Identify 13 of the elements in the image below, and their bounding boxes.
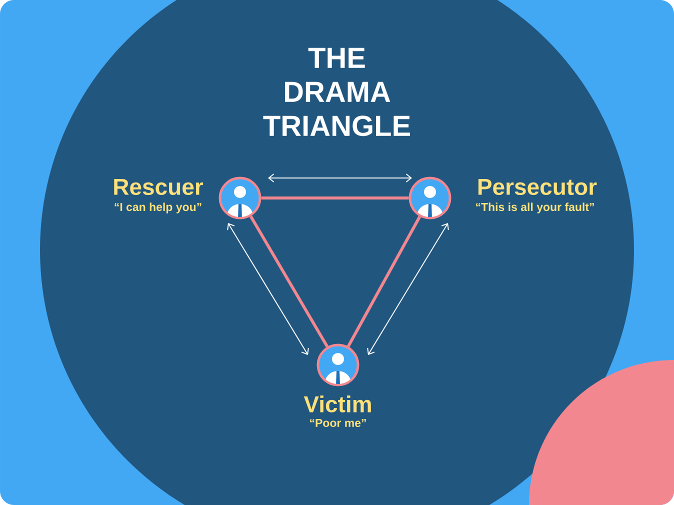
connector-line [261,196,409,200]
role-heading: Victim [304,396,371,412]
double-arrow [268,174,412,182]
connector-line [249,216,329,348]
double-arrow [227,223,309,355]
quote: “Poor me” [310,418,366,427]
quote: “I can help you” [114,202,202,214]
double-arrow [367,223,449,355]
connector-line [346,216,422,348]
role-heading: Rescuer [114,178,204,195]
role-heading: Persecutor [478,178,597,195]
quote: “This is all your fault” [476,202,594,214]
title: THE DRAMA TRIANGLE [263,48,410,136]
